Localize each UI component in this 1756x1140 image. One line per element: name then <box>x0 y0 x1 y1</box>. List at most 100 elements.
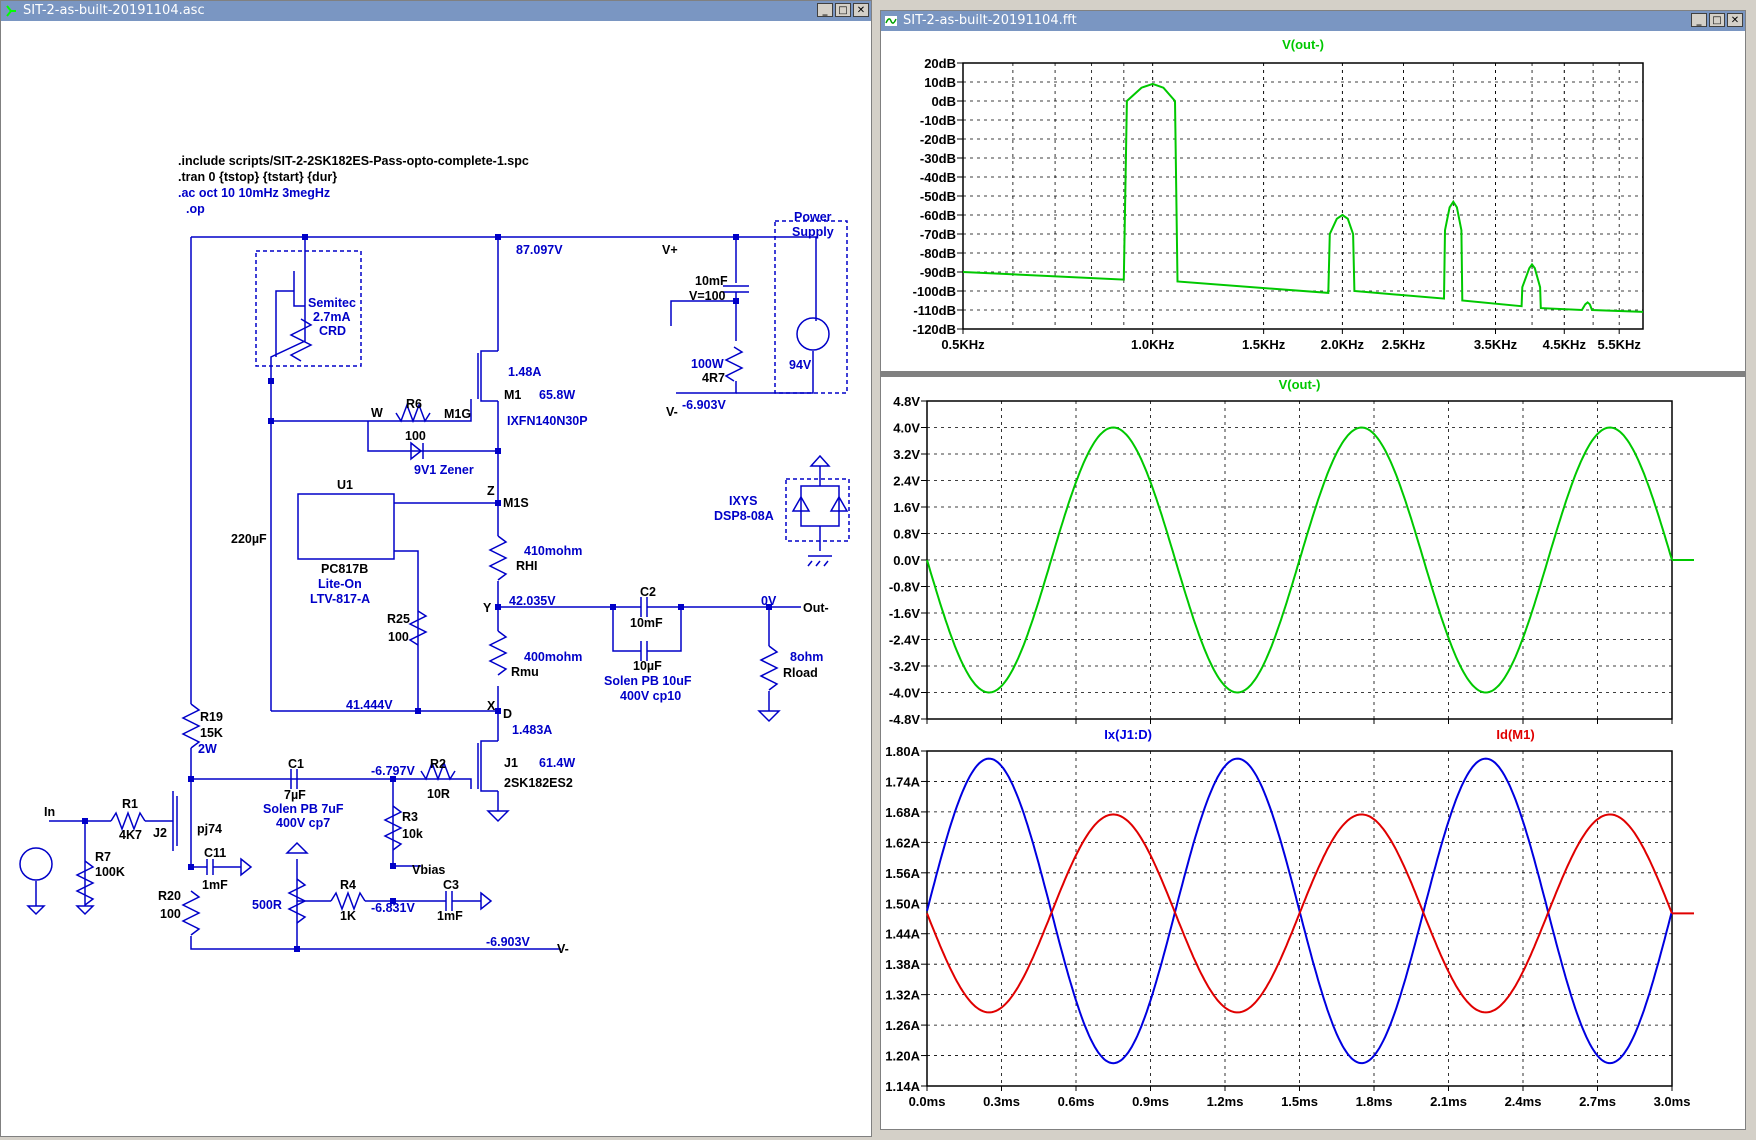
label-r3v: 10k <box>402 827 423 841</box>
label-c3v: 1mF <box>437 909 463 923</box>
label-z: Z <box>487 484 495 498</box>
label-solen2b: 400V cp7 <box>276 816 330 830</box>
directives[interactable]: .include scripts/SIT-2-2SK182ES-Pass-opt… <box>178 154 529 216</box>
maximize-button[interactable]: □ <box>835 3 851 17</box>
label-c1: C1 <box>288 757 304 771</box>
y-tick-label: 1.74A <box>885 774 920 789</box>
waveform-app-icon <box>885 16 897 26</box>
y-tick-label: 1.50A <box>885 896 920 911</box>
label-power2: Supply <box>792 225 834 239</box>
minimize-button[interactable]: _ <box>817 3 833 17</box>
label-m1g: M1G <box>444 407 471 421</box>
y-tick-label: 1.14A <box>885 1079 920 1094</box>
label-r25v: 100 <box>388 630 409 644</box>
label-ixys: IXYS <box>729 494 758 508</box>
label-r25: R25 <box>387 612 410 626</box>
y-tick-label: 3.2V <box>893 447 920 462</box>
x-tick-label: 2.1ms <box>1430 1094 1467 1109</box>
label-r19p: 2W <box>198 742 217 756</box>
y-tick-label: 10dB <box>924 75 956 90</box>
label-j1-power: 61.4W <box>539 756 575 770</box>
plot-panes[interactable]: 20dB10dB0dB-10dB-20dB-30dB-40dB-50dB-60d… <box>881 31 1745 1129</box>
label-r4: R4 <box>340 878 356 892</box>
x-tick-label: 4.5KHz <box>1543 337 1587 352</box>
label-r100w: 100W <box>691 357 724 371</box>
label-j1-part: 2SK182ES2 <box>504 776 573 790</box>
x-tick-label: 1.5ms <box>1281 1094 1318 1109</box>
label-m1s: M1S <box>503 496 529 510</box>
schematic-titlebar[interactable]: SIT-2-as-built-20191104.asc _ □ ✕ <box>1 1 871 21</box>
minimize-button[interactable]: _ <box>1691 13 1707 27</box>
close-button[interactable]: ✕ <box>853 3 869 17</box>
label-v87: 87.097V <box>516 243 563 257</box>
label-ltv: LTV-817-A <box>310 592 370 606</box>
label-out: Out- <box>803 601 829 615</box>
y-tick-label: -70dB <box>920 227 956 242</box>
y-tick-label: 1.20A <box>885 1049 920 1064</box>
label-d: D <box>503 707 512 721</box>
label-m1: M1 <box>504 388 521 402</box>
label-r19v: 15K <box>200 726 223 740</box>
y-tick-label: 4.0V <box>893 421 920 436</box>
x-tick-label: 1.8ms <box>1356 1094 1393 1109</box>
label-pc817: PC817B <box>321 562 368 576</box>
y-tick-label: -3.2V <box>889 659 920 674</box>
label-r6v: 100 <box>405 429 426 443</box>
y-tick-label: -30dB <box>920 151 956 166</box>
y-tick-label: -100dB <box>913 284 956 299</box>
plot-frame: 1.80A1.74A1.68A1.62A1.56A1.50A1.44A1.38A… <box>885 744 1690 1109</box>
label-m1-power: 65.8W <box>539 388 575 402</box>
label-r1: R1 <box>122 797 138 811</box>
current-trace-title: Ix(J1:D) <box>1104 727 1152 742</box>
label-u1: U1 <box>337 478 353 492</box>
label-c2v: 10mF <box>630 616 663 630</box>
vout-trace <box>926 426 1673 694</box>
waveform-title: SIT-2-as-built-20191104.fft <box>903 13 1077 28</box>
maximize-button[interactable]: □ <box>1709 13 1725 27</box>
current-trace <box>926 813 1673 1014</box>
x-tick-label: 1.2ms <box>1207 1094 1244 1109</box>
y-tick-label: 1.32A <box>885 988 920 1003</box>
label-cap-v: V=100 <box>689 289 726 303</box>
y-tick-label: -2.4V <box>889 633 920 648</box>
x-tick-label: 2.7ms <box>1579 1094 1616 1109</box>
schematic-drawing[interactable]: .include scripts/SIT-2-2SK182ES-Pass-opt… <box>1 21 871 1136</box>
schematic-window[interactable]: SIT-2-as-built-20191104.asc _ □ ✕ <box>0 0 872 1137</box>
x-tick-label: 0.5KHz <box>941 337 985 352</box>
x-tick-label: 3.5KHz <box>1474 337 1518 352</box>
label-rload-val: 8ohm <box>790 650 823 664</box>
label-c220: 220µF <box>231 532 267 546</box>
label-crd: CRD <box>319 324 346 338</box>
label-r19: R19 <box>200 710 223 724</box>
y-tick-label: 0.8V <box>893 527 920 542</box>
x-tick-label: 2.5KHz <box>1382 337 1426 352</box>
label-m1-part: IXFN140N30P <box>507 414 588 428</box>
x-tick-label: 0.9ms <box>1132 1094 1169 1109</box>
y-tick-label: -10dB <box>920 113 956 128</box>
close-button[interactable]: ✕ <box>1727 13 1743 27</box>
plot-frame: 20dB10dB0dB-10dB-20dB-30dB-40dB-50dB-60d… <box>913 56 1644 352</box>
current-trace-title: Id(M1) <box>1496 727 1534 742</box>
label-solen1b: 400V cp10 <box>620 689 681 703</box>
label-dsp: DSP8-08A <box>714 509 774 523</box>
label-solen1: Solen PB 10uF <box>604 674 692 688</box>
waveform-titlebar[interactable]: SIT-2-as-built-20191104.fft _ □ ✕ <box>881 11 1745 31</box>
y-tick-label: -4.0V <box>889 686 920 701</box>
label-v94: 94V <box>789 358 812 372</box>
directive-tran: .tran 0 {tstop} {tstart} {dur} <box>178 170 337 184</box>
label-x: X <box>487 699 496 713</box>
label-liteon: Lite-On <box>318 577 362 591</box>
wires <box>19 220 850 950</box>
y-tick-label: 1.26A <box>885 1018 920 1033</box>
label-vplus: V+ <box>662 243 678 257</box>
y-tick-label: 1.6V <box>893 500 920 515</box>
label-r4r7: 4R7 <box>702 371 725 385</box>
y-tick-label: 1.56A <box>885 866 920 881</box>
x-tick-label: 2.4ms <box>1505 1094 1542 1109</box>
label-rhi: RHI <box>516 559 538 573</box>
label-vminus-top: V- <box>666 405 678 419</box>
schematic-canvas[interactable]: .include scripts/SIT-2-2SK182ES-Pass-opt… <box>1 21 871 1136</box>
label-vminus-bot: V- <box>557 942 569 956</box>
